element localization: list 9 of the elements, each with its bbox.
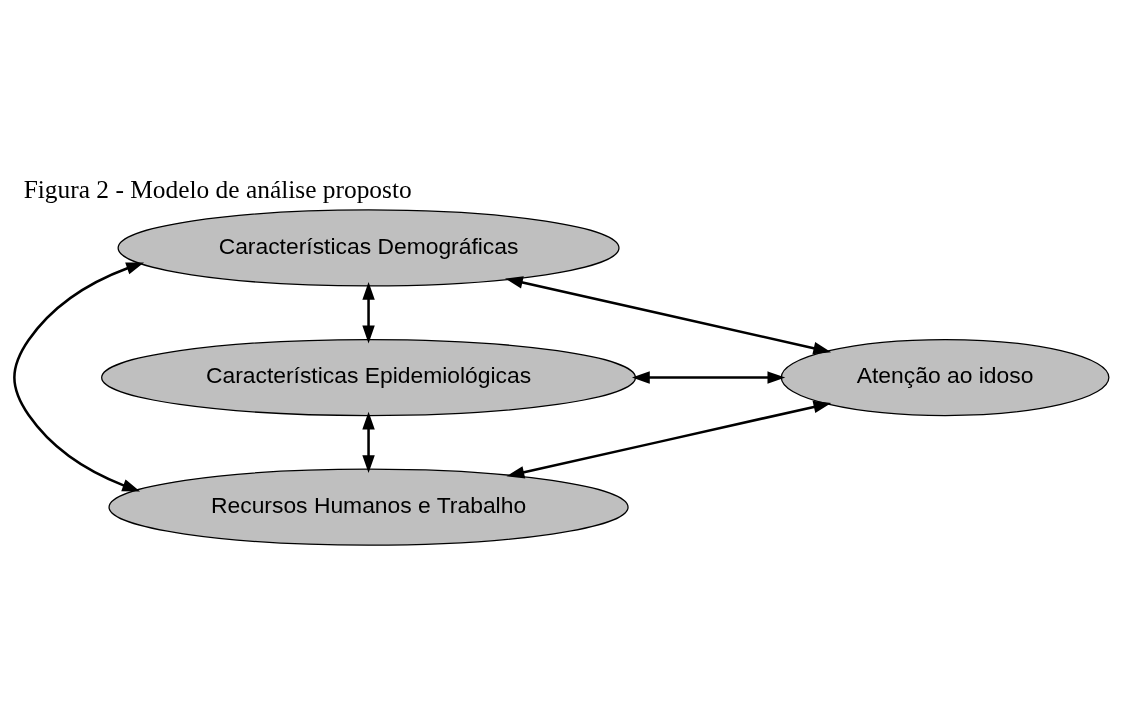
diagram-title: Figura 2 - Modelo de análise proposto [23,174,412,203]
node-ellipse: Atenção ao idoso [780,338,1110,417]
arrow [506,400,832,479]
arrow [362,411,375,474]
arrow [13,262,145,492]
arrow [505,276,832,355]
arrow [362,282,375,344]
node-ellipse: Características Epidemiológicas [101,338,637,417]
arrow [631,371,786,384]
